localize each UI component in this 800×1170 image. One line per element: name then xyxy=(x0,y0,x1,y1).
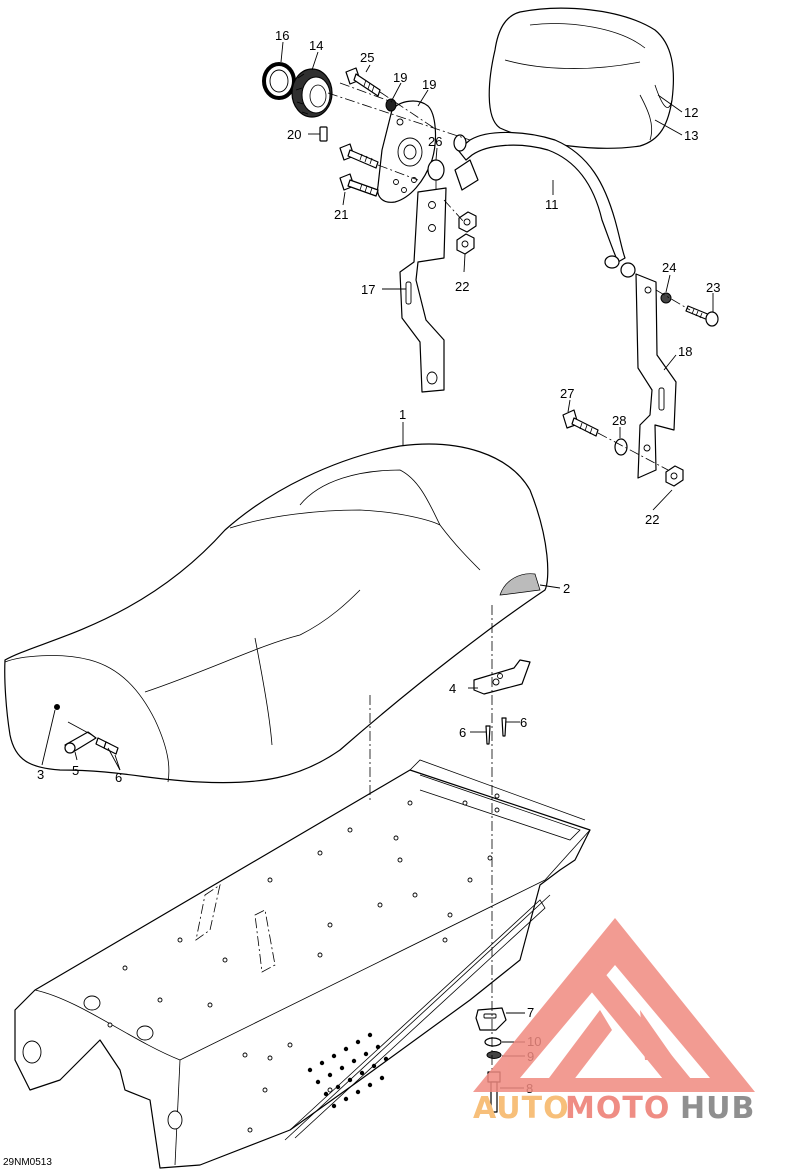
side-dot-pattern xyxy=(307,1032,389,1109)
callout-22b: 22 xyxy=(645,512,659,527)
callout-25: 25 xyxy=(360,50,374,65)
bolt-27[interactable] xyxy=(562,409,599,437)
callout-6a: 6 xyxy=(115,770,122,785)
alignment-lines xyxy=(327,82,691,1072)
drawing-code: 29NM0513 xyxy=(3,1157,52,1168)
callout-27: 27 xyxy=(560,386,574,401)
bearing-ring[interactable] xyxy=(262,62,333,118)
bolt-25[interactable] xyxy=(345,67,381,97)
callout-20: 20 xyxy=(287,127,301,142)
callout-19a: 19 xyxy=(393,70,407,85)
callout-22a: 22 xyxy=(455,279,469,294)
pin[interactable] xyxy=(319,126,328,142)
watermark-wordmark: AUTO MOTO HUB xyxy=(473,1091,755,1126)
callout-18: 18 xyxy=(678,344,692,359)
callout-4: 4 xyxy=(449,681,456,696)
callout-12: 12 xyxy=(684,105,698,120)
callout-26: 26 xyxy=(428,134,442,149)
watermark-hub: HUB xyxy=(680,1091,755,1126)
callout-14: 14 xyxy=(309,38,323,53)
leader-lines xyxy=(41,41,714,1089)
callout-1: 1 xyxy=(399,407,406,422)
pan-holes xyxy=(107,793,500,1133)
seat-base-pan[interactable] xyxy=(14,759,591,1169)
rivet-6b[interactable] xyxy=(501,717,507,737)
callout-6b: 6 xyxy=(459,725,466,740)
callout-2: 2 xyxy=(563,581,570,596)
callout-16: 16 xyxy=(275,28,289,43)
callout-6c: 6 xyxy=(520,715,527,730)
watermark-auto: AUTO xyxy=(473,1091,570,1126)
lock-washer-9[interactable] xyxy=(486,1051,502,1059)
nut-22b[interactable] xyxy=(456,233,475,255)
right-bracket[interactable] xyxy=(635,273,677,479)
latch-5[interactable] xyxy=(64,721,97,754)
screw-23[interactable] xyxy=(685,305,719,327)
callout-23: 23 xyxy=(706,280,720,295)
callout-13: 13 xyxy=(684,128,698,143)
washer[interactable] xyxy=(385,98,397,112)
nut-22c[interactable] xyxy=(665,465,684,487)
nut-22a[interactable] xyxy=(458,211,477,233)
callout-19b: 19 xyxy=(422,77,436,92)
callout-28: 28 xyxy=(612,413,626,428)
rivet-6a[interactable] xyxy=(485,725,491,745)
left-bracket[interactable] xyxy=(399,187,447,393)
backrest-tube[interactable] xyxy=(453,131,636,278)
callout-21: 21 xyxy=(334,207,348,222)
lock-washer[interactable] xyxy=(660,292,672,304)
callout-7: 7 xyxy=(527,1005,534,1020)
callout-24: 24 xyxy=(662,260,676,275)
backrest-cushion[interactable] xyxy=(488,7,675,149)
callout-3: 3 xyxy=(37,767,44,782)
rivets-6[interactable] xyxy=(95,737,119,755)
clip-7[interactable] xyxy=(475,1007,507,1031)
bolt-21a[interactable] xyxy=(339,143,379,169)
watermark-logo xyxy=(473,918,755,1092)
seat-marker-3 xyxy=(54,704,60,710)
spacer[interactable] xyxy=(427,159,445,181)
seat[interactable] xyxy=(4,443,549,784)
washer-10[interactable] xyxy=(484,1037,502,1047)
callout-11: 11 xyxy=(545,197,559,212)
hinge-plate[interactable] xyxy=(377,100,437,203)
bolt-21b[interactable] xyxy=(339,173,379,197)
callout-17: 17 xyxy=(361,282,375,297)
seat-bracket[interactable] xyxy=(473,659,531,695)
flat-washer[interactable] xyxy=(614,438,628,456)
callout-5: 5 xyxy=(72,763,79,778)
watermark-moto: MOTO xyxy=(565,1091,670,1126)
